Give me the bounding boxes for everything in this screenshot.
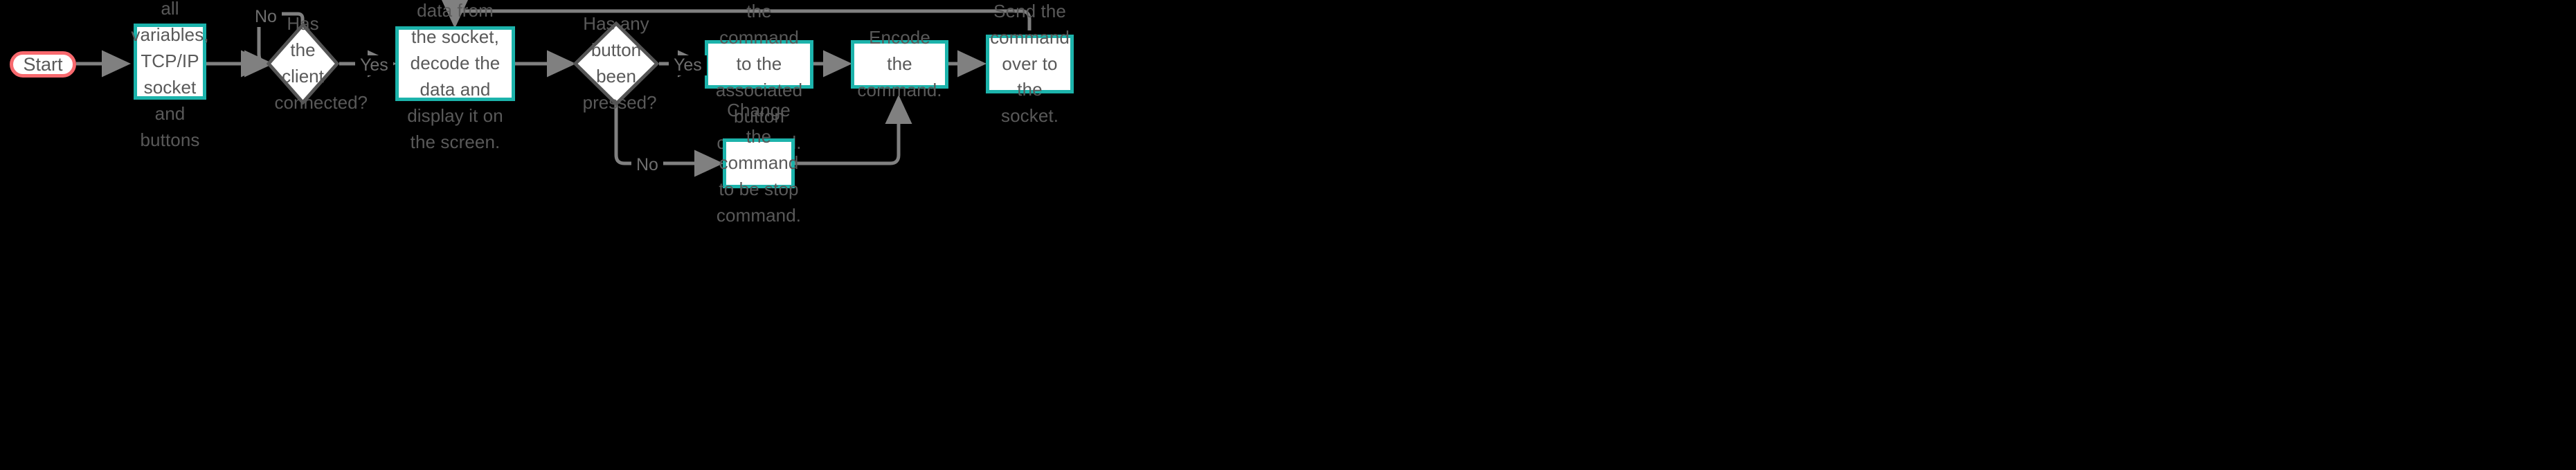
decision-diamond-shape	[267, 23, 339, 105]
node-initialize-label: Initialize all variables, TCP/IP socket …	[131, 0, 209, 150]
edge-label-no-client: No	[250, 7, 282, 27]
node-associated-command[interactable]: Change the command to the associated but…	[705, 1, 813, 153]
node-start-label: Start	[23, 53, 63, 75]
node-send-command[interactable]: Send the command over to the socket.	[986, 1, 1074, 126]
node-send-command-label: Send the command over to the socket.	[990, 0, 1070, 127]
node-start[interactable]: Start	[10, 51, 76, 78]
node-button-pressed-decision[interactable]: Has any button been pressed?	[573, 13, 659, 113]
node-client-connected-label: Has the client connected?	[274, 13, 368, 113]
edge-label-yes-client: Yes	[355, 55, 393, 75]
node-stop-command[interactable]: Change the command to be stop command.	[717, 100, 801, 226]
edge-label-no-button: No	[631, 155, 663, 175]
edge-stop-to-encode	[795, 95, 912, 165]
node-encode-command-label: Encode the command.	[857, 27, 942, 100]
node-client-connected-decision[interactable]: Has the client connected?	[267, 13, 368, 113]
node-stop-command-label: Change the command to be stop command.	[716, 100, 802, 226]
decision-diamond-shape-2	[573, 21, 659, 106]
node-initialize[interactable]: Initialize all variables, TCP/IP socket …	[131, 0, 208, 150]
edge-label-yes-button: Yes	[669, 55, 707, 75]
node-receive-data[interactable]: Receive data from the socket, decode the…	[395, 0, 515, 152]
node-receive-data-label: Receive data from the socket, decode the…	[407, 0, 503, 152]
node-button-pressed-label: Has any button been pressed?	[582, 13, 657, 113]
node-encode-command[interactable]: Encode the command.	[851, 27, 948, 100]
